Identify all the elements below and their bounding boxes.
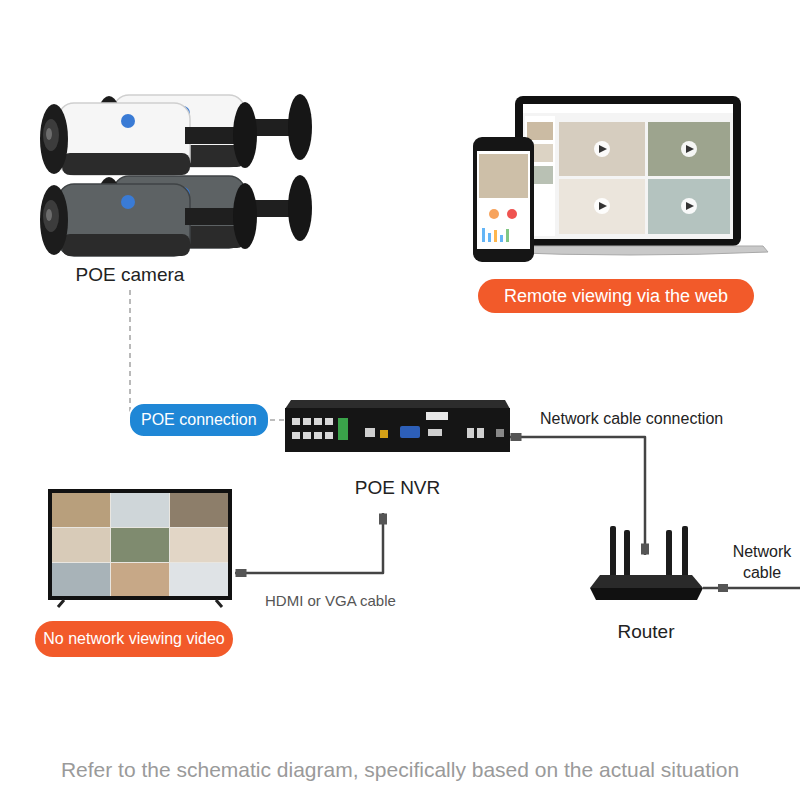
- cable-label: Network cable: [722, 541, 800, 583]
- cable-plug: [236, 569, 247, 577]
- device-label: POE camera: [35, 264, 225, 286]
- cable-connector: [235, 513, 383, 573]
- network-cable: [703, 584, 800, 592]
- cable-connector: [130, 290, 285, 420]
- router-illustration: [590, 526, 703, 600]
- nvr-illustration: [285, 400, 510, 452]
- cable-label: HDMI or VGA cable: [265, 592, 396, 609]
- tv-monitor: No network viewing video: [40, 488, 235, 658]
- device-label: Router: [590, 621, 702, 643]
- cable-connector: [510, 437, 645, 555]
- cable-plug: [641, 544, 649, 555]
- cable-label: Network cable connection: [540, 410, 723, 428]
- cable-plug: [511, 433, 522, 441]
- camera-group: POE camera: [35, 85, 285, 290]
- cable-plug: [379, 514, 387, 525]
- phone-illustration: [473, 137, 534, 262]
- feature-pill: No network viewing video: [35, 621, 233, 657]
- tv-illustration: [48, 489, 232, 607]
- diagram-caption: Refer to the schematic diagram, specific…: [0, 758, 800, 782]
- web-viewing-devices: Remote viewing via the web: [470, 95, 770, 315]
- nvr-box: POE NVR: [285, 400, 510, 513]
- device-label: POE NVR: [285, 477, 510, 499]
- feature-pill: Remote viewing via the web: [478, 279, 754, 313]
- camera-illustration: [40, 102, 257, 175]
- router-box: Router: [590, 555, 702, 645]
- connection-pill: POE connection: [128, 402, 270, 438]
- camera-illustration: [40, 183, 257, 256]
